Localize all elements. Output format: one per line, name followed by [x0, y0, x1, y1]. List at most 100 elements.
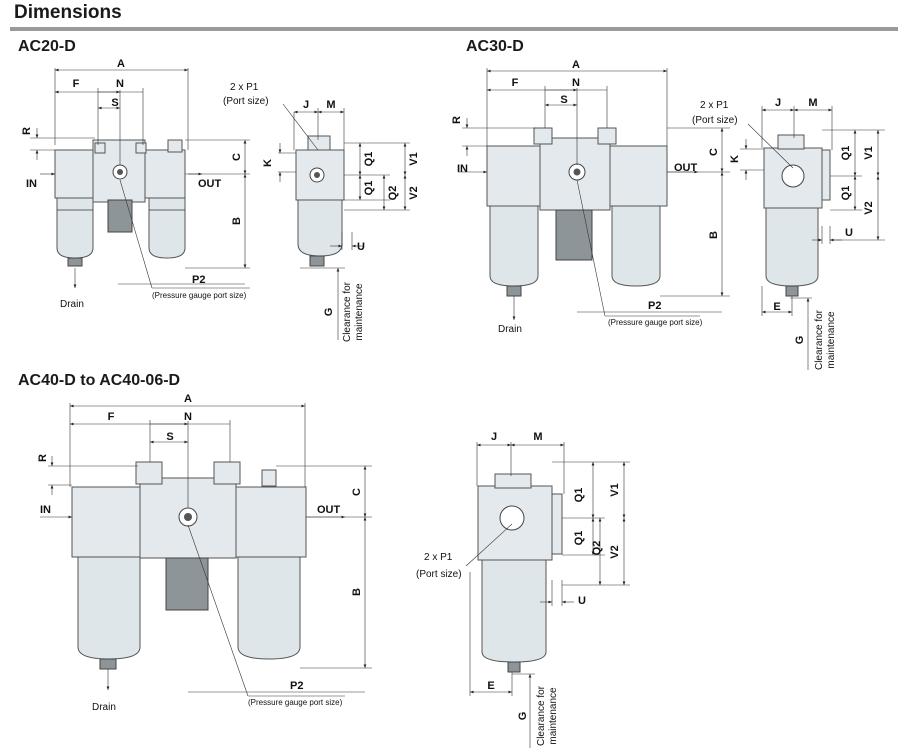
dim-p2-30: P2 [648, 300, 661, 312]
label-drain-30: Drain [498, 324, 522, 335]
label-out-40: OUT [317, 504, 341, 516]
ac30-front-view [486, 127, 668, 297]
dim-f: F [73, 78, 80, 90]
ac30-front-dimensions [458, 68, 730, 320]
ac30-front-labels: A F N S R C B IN OUT Drain P2 (Pressure … [451, 59, 720, 335]
page-title: Dimensions [14, 2, 122, 23]
label-in: IN [26, 178, 37, 190]
ac20-front-labels: A F N S R C B IN OUT Drain P2 (Pressure … [21, 58, 247, 310]
dim-b-30: B [708, 231, 720, 239]
label-in-40: IN [40, 504, 51, 516]
dim-c-40: C [351, 488, 363, 496]
dim-b-40: B [351, 588, 363, 596]
ac20-front-view [54, 139, 186, 267]
label-port-count: 2 x P1 [230, 82, 259, 93]
dim-a-40: A [184, 393, 192, 405]
dim-v2-40: V2 [609, 545, 621, 558]
dim-s-40: S [166, 431, 173, 443]
dim-s-30: S [560, 94, 567, 106]
dim-g: G [323, 308, 335, 317]
label-port-size-40: (Port size) [416, 569, 462, 580]
dim-k-30: K [729, 155, 741, 163]
dim-g-30: G [794, 336, 806, 345]
label-gauge-port-30: (Pressure gauge port size) [608, 318, 703, 327]
model-title-ac40: AC40-D to AC40-06-D [18, 372, 181, 389]
dim-p2: P2 [192, 274, 205, 286]
dim-q1b-40: Q1 [573, 531, 585, 546]
dim-g-40: G [517, 712, 529, 721]
ac20-side-labels: 2 x P1 (Port size) J M K Q1 Q1 Q2 V1 V2 … [223, 82, 420, 342]
ac40-side-labels: 2 x P1 (Port size) J M Q1 Q1 Q2 V1 V2 U … [416, 431, 621, 746]
model-title-ac20: AC20-D [18, 38, 76, 55]
dim-p2-40: P2 [290, 680, 303, 692]
dim-a-30: A [572, 59, 580, 71]
dim-e-40: E [487, 680, 494, 692]
label-port-count-30: 2 x P1 [700, 100, 729, 111]
dim-s: S [111, 97, 118, 109]
dim-n-30: N [572, 77, 580, 89]
dim-r-30: R [451, 116, 463, 124]
dim-e-30: E [773, 301, 780, 313]
dim-q2-40: Q2 [591, 541, 603, 556]
label-drain-40: Drain [92, 702, 116, 713]
label-in-30: IN [457, 163, 468, 175]
ac40-front-dimensions [40, 403, 372, 697]
dim-q1b: Q1 [363, 181, 375, 196]
dim-m: M [326, 99, 335, 111]
label-port-size: (Port size) [223, 96, 269, 107]
dim-b: B [231, 217, 243, 225]
ac30-side-dimensions [740, 106, 885, 370]
label-out: OUT [198, 178, 222, 190]
dim-v1: V1 [408, 152, 420, 165]
label-clearance-1: Clearance for [342, 281, 353, 342]
dim-j: J [303, 99, 309, 111]
dim-q1b-30: Q1 [840, 186, 852, 201]
dim-u-30: U [845, 227, 853, 239]
dim-k: K [262, 159, 274, 167]
dim-q1-40: Q1 [573, 488, 585, 503]
dim-m-30: M [808, 97, 817, 109]
dim-q1-30: Q1 [840, 146, 852, 161]
dim-u-40: U [578, 595, 586, 607]
dim-r-40: R [37, 454, 49, 462]
dim-m-40: M [533, 431, 542, 443]
label-port-size-30: (Port size) [692, 115, 738, 126]
dim-f-40: F [108, 411, 115, 423]
ac40-front-labels: A F N S R C B IN OUT Drain P2 (Pressure … [37, 393, 363, 713]
dim-v2: V2 [408, 186, 420, 199]
label-clearance-2: maintenance [354, 283, 365, 341]
ac20-front-dimensions [30, 68, 250, 289]
dim-j-30: J [775, 97, 781, 109]
dim-c-30: C [708, 148, 720, 156]
dim-q1: Q1 [363, 152, 375, 167]
dim-v2-30: V2 [863, 201, 875, 214]
dim-n: N [116, 78, 124, 90]
ac40-front-view [71, 461, 307, 670]
label-gauge-port-40: (Pressure gauge port size) [248, 698, 343, 707]
ac20-side-view [295, 135, 345, 267]
dim-j-40: J [491, 431, 497, 443]
ac20-side-dimensions [278, 103, 410, 340]
dim-q2: Q2 [387, 186, 399, 201]
ac30-side-view [763, 134, 831, 297]
label-clearance-2-40: maintenance [548, 687, 559, 745]
label-drain: Drain [60, 299, 84, 310]
label-out-30: OUT [674, 162, 698, 174]
title-rule [10, 27, 898, 31]
dim-c: C [231, 153, 243, 161]
dim-v1-40: V1 [609, 483, 621, 496]
model-title-ac30: AC30-D [466, 38, 524, 55]
ac30-side-labels: 2 x P1 (Port size) J M K Q1 Q1 V1 V2 U E… [692, 97, 875, 370]
label-gauge-port: (Pressure gauge port size) [152, 291, 247, 300]
dim-a: A [117, 58, 125, 70]
label-clearance-1-40: Clearance for [536, 685, 547, 746]
ac40-side-dimensions [465, 442, 630, 748]
dim-v1-30: V1 [863, 146, 875, 159]
label-clearance-2-30: maintenance [826, 311, 837, 369]
dim-n-40: N [184, 411, 192, 423]
label-clearance-1-30: Clearance for [814, 309, 825, 370]
dim-r: R [21, 127, 33, 135]
label-port-count-40: 2 x P1 [424, 552, 453, 563]
dim-f-30: F [512, 77, 519, 89]
